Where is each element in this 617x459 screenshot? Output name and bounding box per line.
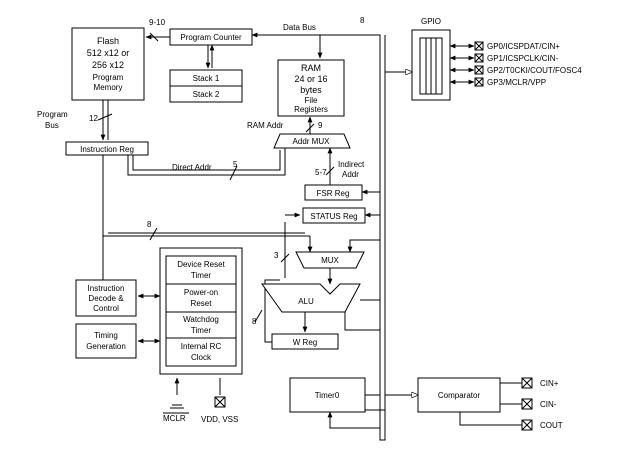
mclr-label: MCLR xyxy=(163,414,186,423)
addr-mux-label: Addr MUX xyxy=(293,137,331,146)
pc-width-label: 9-10 xyxy=(149,18,166,27)
watchdog-line-1: Watchdog xyxy=(183,315,219,324)
flash-program-memory: Flash 512 x12 or 256 x12 Program Memory xyxy=(71,27,145,101)
power-on-line-1: Power-on xyxy=(184,288,218,297)
pin-gp3-icon xyxy=(474,77,484,87)
timer0-label: Timer0 xyxy=(315,391,340,400)
literal-width-label: 8 xyxy=(147,220,152,229)
gpio-label: GPIO xyxy=(421,17,441,26)
rc-clock-line-1: Internal RC xyxy=(181,342,222,351)
fsr-reg-label: FSR Reg xyxy=(317,189,350,198)
pin-vdd-vss-icon xyxy=(214,396,226,408)
decode-line-2: Decode & xyxy=(88,294,124,303)
flash-line-4: Program xyxy=(93,73,124,82)
pin-cin-plus-icon xyxy=(521,377,533,389)
comparator-pins: CIN+ CIN- COUT xyxy=(521,377,563,431)
device-reset-line-2: Timer xyxy=(191,271,211,280)
data-bus-width-label: 8 xyxy=(360,16,365,25)
gpio-pins: GP0/ICSPDAT/CIN+ GP1/ICSPCLK/CIN- GP2/T0… xyxy=(474,41,582,87)
program-bus-label-1: Program xyxy=(37,110,68,119)
pin-cout-label: COUT xyxy=(540,421,563,430)
pin-gp2-label: GP2/T0CKI/COUT/FOSC4 xyxy=(487,66,582,75)
program-bus-width-label: 12 xyxy=(89,114,98,123)
data-bus-label: Data Bus xyxy=(283,23,316,32)
alu-label: ALU xyxy=(298,297,314,306)
watchdog-line-2: Timer xyxy=(191,326,211,335)
stack-2-label: Stack 2 xyxy=(193,90,220,99)
ram-line-2: 24 or 16 xyxy=(294,74,327,84)
pin-cout-icon xyxy=(521,419,533,431)
flash-line-2: 512 x12 or xyxy=(87,48,130,58)
system-control-block: Device Reset Timer Power-on Reset Watchd… xyxy=(159,247,243,375)
ram-file-registers: RAM 24 or 16 bytes File Registers xyxy=(277,59,345,117)
instruction-reg-label: Instruction Reg xyxy=(80,145,134,154)
device-reset-line-1: Device Reset xyxy=(177,260,225,269)
rc-clock-line-2: Clock xyxy=(191,353,212,362)
stack-1-label: Stack 1 xyxy=(193,74,220,83)
ram-line-3: bytes xyxy=(300,85,322,95)
program-counter: Program Counter xyxy=(169,28,253,46)
fsr-register: FSR Reg xyxy=(304,184,363,201)
program-counter-label: Program Counter xyxy=(180,33,242,42)
timing-generation: Timing Generation xyxy=(75,323,137,359)
flash-line-3: 256 x12 xyxy=(92,60,124,70)
instruction-register: Instruction Reg xyxy=(65,141,149,156)
power-pins xyxy=(170,396,226,409)
pin-gp1-icon xyxy=(474,53,484,63)
instruction-decode-control: Instruction Decode & Control xyxy=(75,279,137,317)
address-mux: Addr MUX xyxy=(273,133,351,149)
pin-gp1-label: GP1/ICSPCLK/CIN- xyxy=(487,54,558,63)
timing-line-1: Timing xyxy=(94,331,118,340)
mux-label: MUX xyxy=(321,256,339,265)
ram-line-5: Registers xyxy=(294,105,328,114)
pin-gp2-icon xyxy=(474,65,484,75)
vdd-vss-label: VDD, VSS xyxy=(201,415,238,424)
decode-line-3: Control xyxy=(93,304,119,313)
decode-line-1: Instruction xyxy=(88,284,125,293)
pin-gp3-label: GP3/MCLR/VPP xyxy=(487,78,546,87)
direct-addr-label: Direct Addr xyxy=(172,163,212,172)
w-bus-width-label: 8 xyxy=(252,317,257,326)
direct-addr-width-label: 5 xyxy=(233,160,238,169)
timer0: Timer0 xyxy=(289,377,366,413)
status-mux-width-label: 3 xyxy=(274,251,279,260)
w-reg-label: W Reg xyxy=(293,338,317,347)
comparator-label: Comparator xyxy=(438,391,481,400)
flash-line-1: Flash xyxy=(97,36,119,46)
pin-cin-minus-label: CIN- xyxy=(540,400,557,409)
indirect-addr-label-1: Indirect xyxy=(338,160,365,169)
connections xyxy=(97,32,522,441)
flash-line-5: Memory xyxy=(94,83,123,92)
ram-addr-width-label: 9 xyxy=(318,121,323,130)
comparator: Comparator xyxy=(417,377,501,413)
timing-line-2: Generation xyxy=(86,342,126,351)
alu: ALU xyxy=(261,283,361,313)
indirect-addr-label-2: Addr xyxy=(342,170,359,179)
ram-line-4: File xyxy=(305,96,318,105)
alu-input-mux: MUX xyxy=(295,251,365,269)
status-register: STATUS Reg xyxy=(302,207,366,224)
pin-gp0-label: GP0/ICSPDAT/CIN+ xyxy=(487,42,560,51)
gpio-block: GPIO xyxy=(411,17,451,101)
bus-labels: 9-10 Data Bus 8 Program Bus 12 RAM Addr … xyxy=(37,16,365,424)
pin-gp0-icon xyxy=(474,41,484,51)
pin-cin-minus-icon xyxy=(521,398,533,410)
power-on-line-2: Reset xyxy=(191,299,213,308)
pin-cin-plus-label: CIN+ xyxy=(540,379,559,388)
indirect-addr-width-label: 5-7 xyxy=(315,168,327,177)
w-register: W Reg xyxy=(271,333,339,350)
ram-addr-label: RAM Addr xyxy=(247,121,284,130)
stack: Stack 1 Stack 2 xyxy=(169,69,243,103)
program-bus-label-2: Bus xyxy=(45,121,59,130)
ram-line-1: RAM xyxy=(301,63,321,73)
status-reg-label: STATUS Reg xyxy=(310,212,357,221)
